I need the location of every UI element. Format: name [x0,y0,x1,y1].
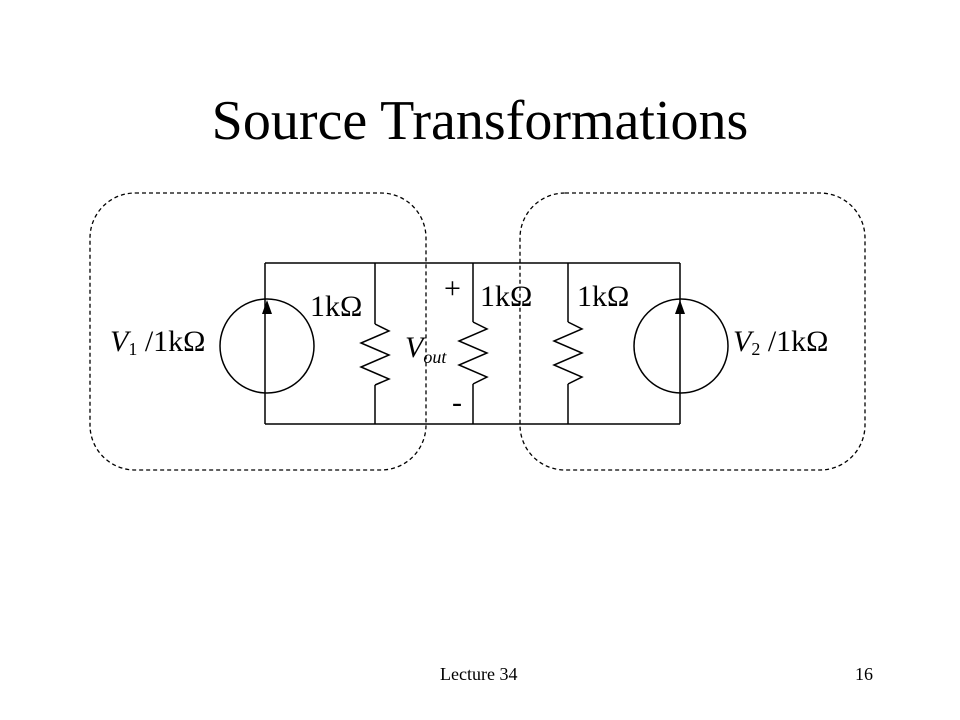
source-left-rest: /1kΩ [137,325,205,358]
minus-sign: - [452,386,462,419]
resistor-left-label: 1kΩ [310,290,362,323]
source-right-rest: /1kΩ [760,325,828,358]
left-dashed-group-box [89,192,427,471]
left-resistor [359,263,391,424]
source-right-sub: 2 [751,339,760,359]
vout-label: Vout [405,331,447,367]
left-current-source [219,263,315,424]
source-right-label: V2 /1kΩ [733,325,828,359]
footer-lecture: Lecture 34 [440,664,518,684]
right-dashed-group-box [519,192,866,471]
source-left-var: V [110,325,132,358]
vout-sub: out [423,347,447,367]
middle-resistor [457,263,489,424]
arrow-up-icon [675,300,685,314]
source-right-var: V [733,325,755,358]
right-resistor [552,263,584,424]
right-current-source [633,263,729,424]
arrow-up-icon [262,300,272,314]
resistor-middle-label: 1kΩ [480,280,532,313]
plus-sign: + [444,272,461,305]
source-left-label: V1 /1kΩ [110,325,205,359]
page-number: 16 [855,664,873,684]
slide-title: Source Transformations [211,90,749,152]
vout-var: V [405,331,427,364]
resistor-right-label: 1kΩ [577,280,629,313]
source-left-sub: 1 [128,339,137,359]
